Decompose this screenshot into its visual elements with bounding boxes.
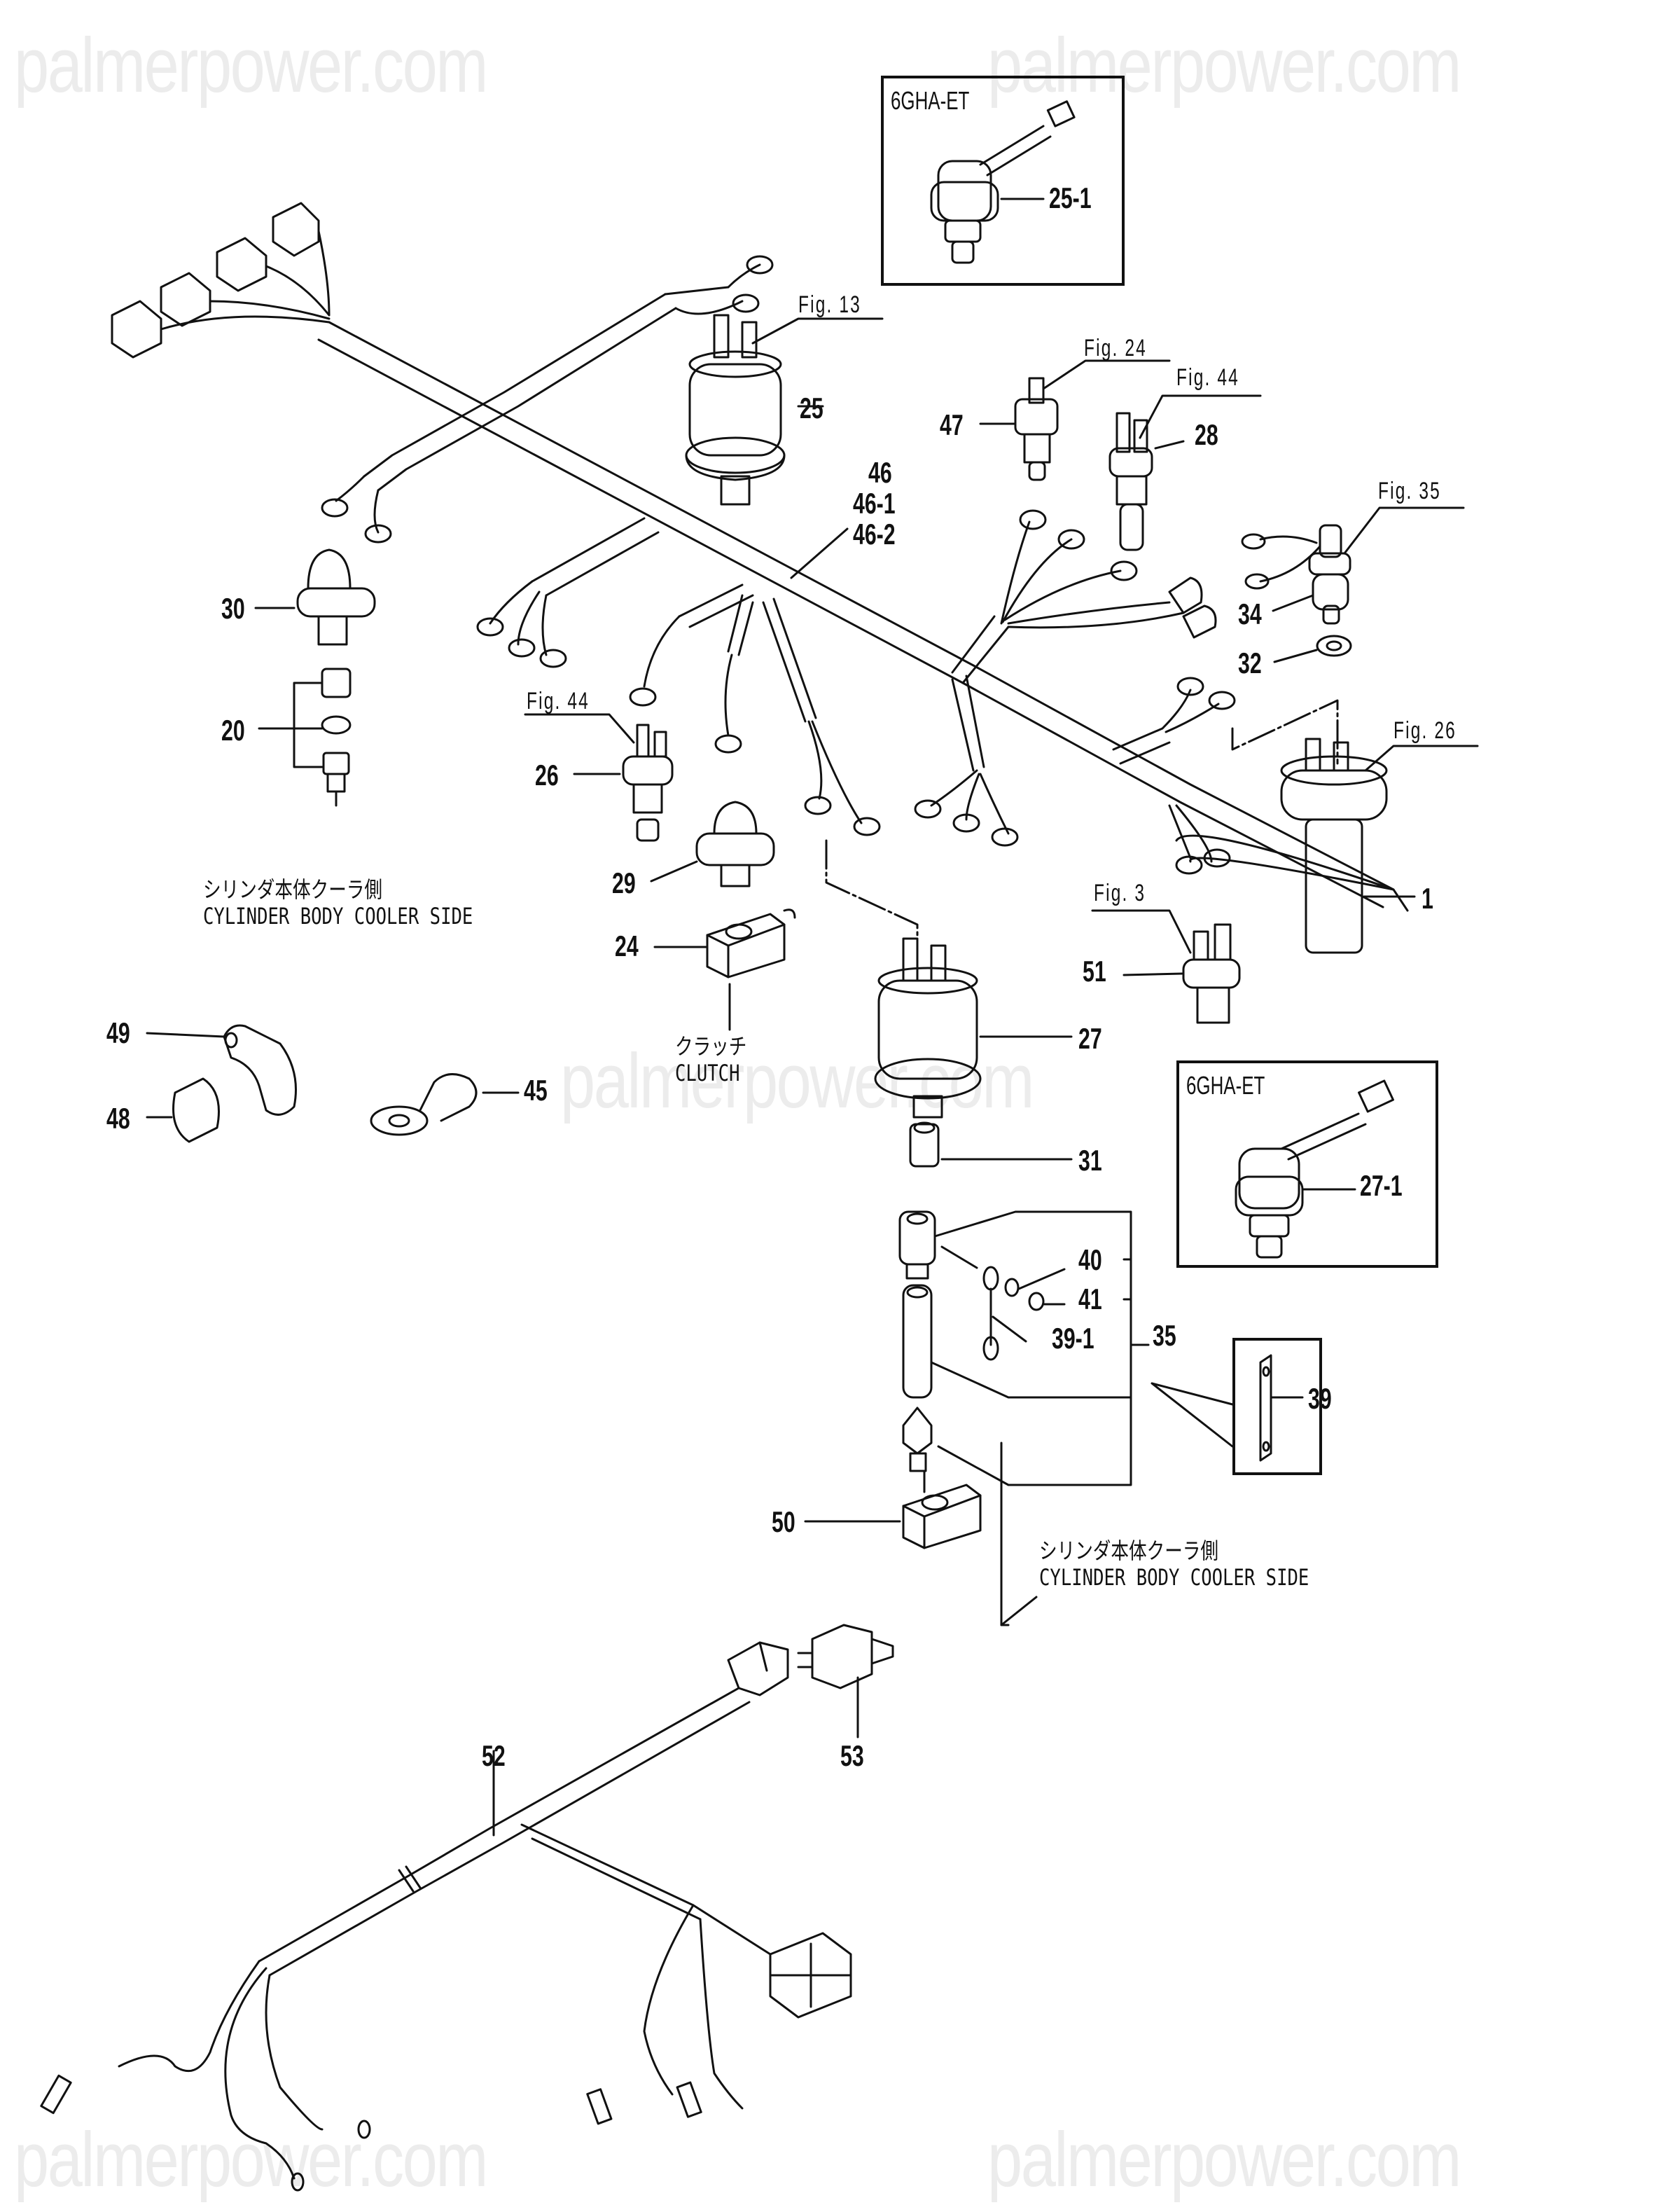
part-label-27: 27 — [1078, 1022, 1102, 1055]
part-29-sender — [651, 802, 774, 886]
part-label-45: 45 — [524, 1074, 548, 1107]
part-label-46-1: 46-1 — [853, 487, 896, 520]
part-label-52: 52 — [482, 1739, 506, 1772]
note-cooler-side-left-jp: シリンダ本体クーラ側 — [203, 876, 383, 903]
part-30-sender — [256, 550, 375, 644]
part-48-rubber — [147, 1079, 219, 1142]
part-label-40: 40 — [1078, 1243, 1102, 1276]
part-49-clamp — [147, 1025, 296, 1114]
part-24-adapter-block — [655, 910, 795, 1030]
part-label-41: 41 — [1078, 1283, 1102, 1315]
part-label-24: 24 — [615, 929, 639, 962]
part-25-oil-pressure-sender — [686, 315, 882, 504]
part-45-ring-terminal — [371, 1074, 518, 1135]
part-26-sender — [525, 714, 672, 841]
part-label-35: 35 — [1153, 1319, 1176, 1352]
part-51-sender — [1092, 911, 1239, 1023]
part-label-46-2: 46-2 — [853, 518, 896, 551]
note-clutch-en: CLUTCH — [675, 1060, 740, 1086]
note-cooler-side-left-en: CYLINDER BODY COOLER SIDE — [203, 903, 473, 929]
variant-box-25-1 — [881, 76, 1125, 286]
detail-box-39 — [1232, 1338, 1322, 1475]
part-label-25-1: 25-1 — [1049, 181, 1092, 214]
part-52-sub-harness — [41, 1643, 851, 2190]
part-25-1-sender — [931, 102, 1074, 263]
part-label-39-1: 39-1 — [1052, 1322, 1094, 1355]
part-label-51: 51 — [1083, 955, 1106, 988]
fig-ref-44-lower: Fig. 44 — [527, 688, 590, 714]
part-label-49: 49 — [106, 1016, 130, 1049]
part-20-fittings — [259, 669, 350, 792]
part-label-53: 53 — [840, 1739, 864, 1772]
part-34-sender — [1242, 508, 1464, 623]
part-label-39: 39 — [1308, 1382, 1332, 1415]
part-31-adapter — [910, 1123, 1071, 1166]
fig-ref-13: Fig. 13 — [798, 291, 861, 318]
part-label-27-1: 27-1 — [1360, 1169, 1403, 1202]
part-label-25: 25 — [800, 392, 823, 424]
variant-box-27-1 — [1176, 1060, 1438, 1268]
fig-ref-35: Fig. 35 — [1378, 478, 1441, 504]
part-label-46: 46 — [868, 456, 892, 489]
variant-box-25-1-title: 6GHA-ET — [891, 86, 970, 115]
part-label-20: 20 — [221, 714, 245, 747]
part-label-26: 26 — [535, 759, 559, 792]
part-1-temperature-sender — [1281, 739, 1478, 953]
part-28-sender — [1110, 396, 1260, 550]
note-clutch-jp: クラッチ — [675, 1033, 747, 1060]
fig-ref-26: Fig. 26 — [1393, 717, 1457, 744]
part-27-1-sender — [1236, 1081, 1393, 1257]
note-cooler-side-right-en: CYLINDER BODY COOLER SIDE — [1039, 1564, 1309, 1591]
part-53-relay — [798, 1625, 893, 1737]
harness-connectors — [112, 203, 329, 357]
part-label-30: 30 — [221, 592, 245, 625]
part-label-50: 50 — [772, 1505, 795, 1538]
part-label-31: 31 — [1078, 1144, 1102, 1177]
part-50-adapter-block — [805, 1443, 1036, 1625]
part-47-sender — [980, 361, 1169, 480]
note-cooler-side-right-jp: シリンダ本体クーラ側 — [1039, 1537, 1219, 1564]
part-label-34: 34 — [1238, 597, 1262, 630]
part-label-1: 1 — [1422, 882, 1433, 915]
part-label-28: 28 — [1195, 418, 1218, 451]
main-wire-harness — [112, 203, 1408, 939]
part-label-32: 32 — [1238, 647, 1262, 679]
part-27-sender — [875, 939, 1071, 1117]
variant-box-27-1-title: 6GHA-ET — [1186, 1071, 1265, 1100]
fig-ref-44-upper: Fig. 44 — [1176, 364, 1239, 391]
part-35-assembly — [900, 1212, 1232, 1485]
part-label-48: 48 — [106, 1102, 130, 1135]
part-32-washer — [1274, 636, 1351, 662]
part-label-29: 29 — [612, 866, 636, 899]
fig-ref-3: Fig. 3 — [1094, 880, 1146, 906]
part-39-plate — [1260, 1355, 1302, 1460]
fig-ref-24: Fig. 24 — [1084, 335, 1147, 361]
part-label-47: 47 — [940, 408, 964, 441]
